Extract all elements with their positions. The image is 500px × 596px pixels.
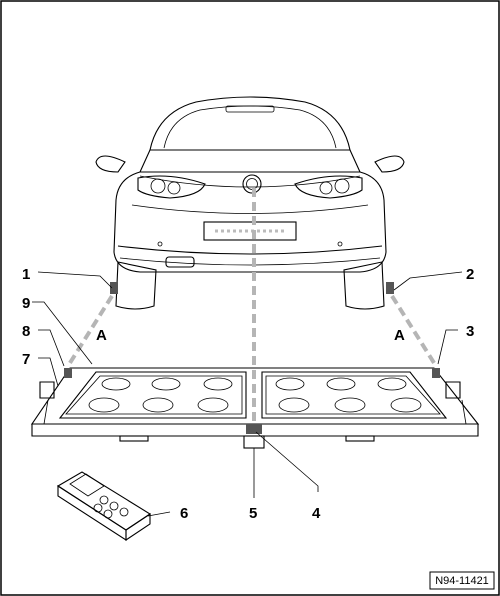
left-mirror xyxy=(95,155,126,173)
beam-label-left: A xyxy=(96,327,107,344)
reference-box xyxy=(429,571,495,590)
right-rear-tyre xyxy=(343,261,385,310)
callout-1: 1 xyxy=(22,266,30,283)
left-receiver xyxy=(64,368,72,378)
left-tail-light xyxy=(137,175,206,199)
callout-2: 2 xyxy=(466,266,474,283)
callout-leaders xyxy=(32,271,463,517)
right-receiver xyxy=(432,368,440,378)
wheel-sensor-right xyxy=(386,282,394,294)
callout-7: 7 xyxy=(22,351,30,368)
beam-label-right: A xyxy=(394,327,405,344)
right-mirror xyxy=(374,155,405,173)
callout-9: 9 xyxy=(22,295,30,312)
exhaust xyxy=(165,256,195,268)
brake-light xyxy=(225,105,275,113)
center-sensor xyxy=(246,424,262,434)
callout-3: 3 xyxy=(466,323,474,340)
reference-number: N94-11421 xyxy=(435,575,489,587)
callout-8: 8 xyxy=(22,323,30,340)
callout-6: 6 xyxy=(180,505,188,522)
car-body xyxy=(113,171,387,273)
car-rear-view xyxy=(95,96,405,310)
right-tail-light xyxy=(294,175,363,199)
callout-4: 4 xyxy=(312,505,321,522)
left-rear-tyre xyxy=(115,261,157,310)
callout-5: 5 xyxy=(249,505,257,522)
wheel-sensor-left xyxy=(110,282,118,294)
measurement-beams xyxy=(66,188,438,426)
license-plate xyxy=(203,221,297,241)
measurement-plate xyxy=(30,367,480,449)
handheld-tester xyxy=(56,471,152,542)
